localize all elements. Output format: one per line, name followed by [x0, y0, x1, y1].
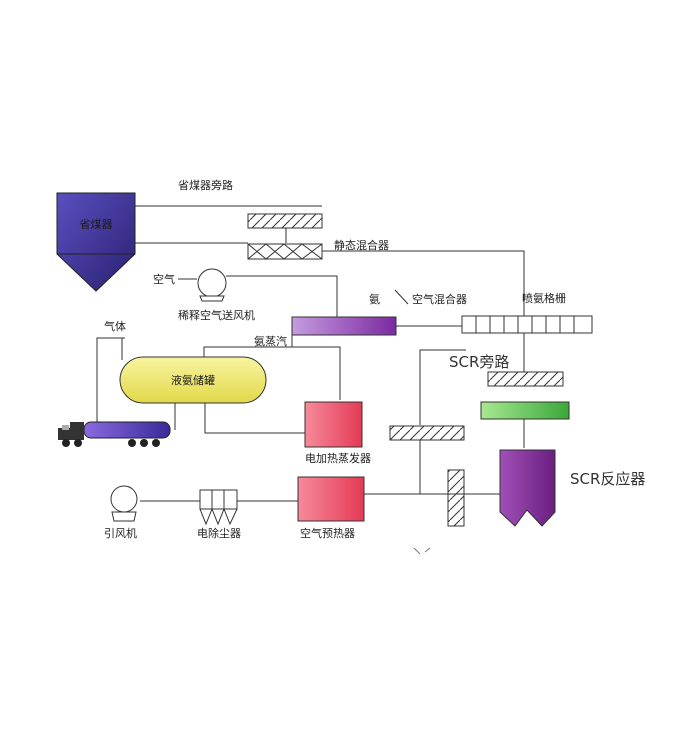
air-preheater	[297, 476, 365, 522]
ammonia-tank-label: 液氨储罐	[171, 373, 215, 387]
air-label: 空气	[153, 272, 175, 286]
bypass-damper	[247, 213, 323, 229]
air-preheater-label: 空气预热器	[300, 526, 355, 540]
ammonia-air-mixer-label-b: 空气混合器	[412, 292, 467, 306]
ammonia-tanker-truck	[58, 421, 171, 447]
dilution-fan	[197, 268, 236, 302]
scr-bypass-damper	[389, 425, 465, 441]
economizer: 省煤器	[56, 192, 136, 292]
evaporator-label: 电加热蒸发器	[305, 451, 371, 465]
electric-evaporator	[304, 401, 363, 448]
static-mixer-label: 静态混合器	[334, 238, 389, 252]
scr-reactor	[499, 449, 556, 527]
preheater-bypass-damper	[447, 469, 465, 527]
precipitator-label: 电除尘器	[197, 526, 241, 540]
economizer-label: 省煤器	[80, 218, 113, 231]
scr-reactor-label: SCR反应器	[570, 470, 645, 488]
ammonia-injection-grid	[461, 315, 593, 334]
ammonia-vapor-label: 氨蒸汽	[254, 334, 287, 348]
economizer-bypass-label: 省煤器旁路	[178, 178, 233, 192]
electrostatic-precipitator	[199, 489, 238, 526]
ammonia-air-mixer	[291, 316, 397, 336]
ammonia-grid-label: 喷氨格栅	[522, 291, 566, 305]
ammonia-air-mixer-label-a: 氨	[369, 293, 380, 306]
scr-catalyst-layer	[480, 401, 570, 420]
liquid-ammonia-tank: 液氨储罐	[119, 356, 267, 404]
scr-inlet-damper	[487, 371, 564, 387]
gas-label: 气体	[104, 319, 126, 333]
induced-fan-label: 引风机	[104, 526, 137, 540]
induced-draft-fan	[110, 485, 138, 522]
scr-bypass-label: SCR旁路	[449, 353, 509, 371]
static-mixer	[247, 243, 323, 260]
dilution-fan-label: 稀释空气送风机	[178, 308, 255, 322]
